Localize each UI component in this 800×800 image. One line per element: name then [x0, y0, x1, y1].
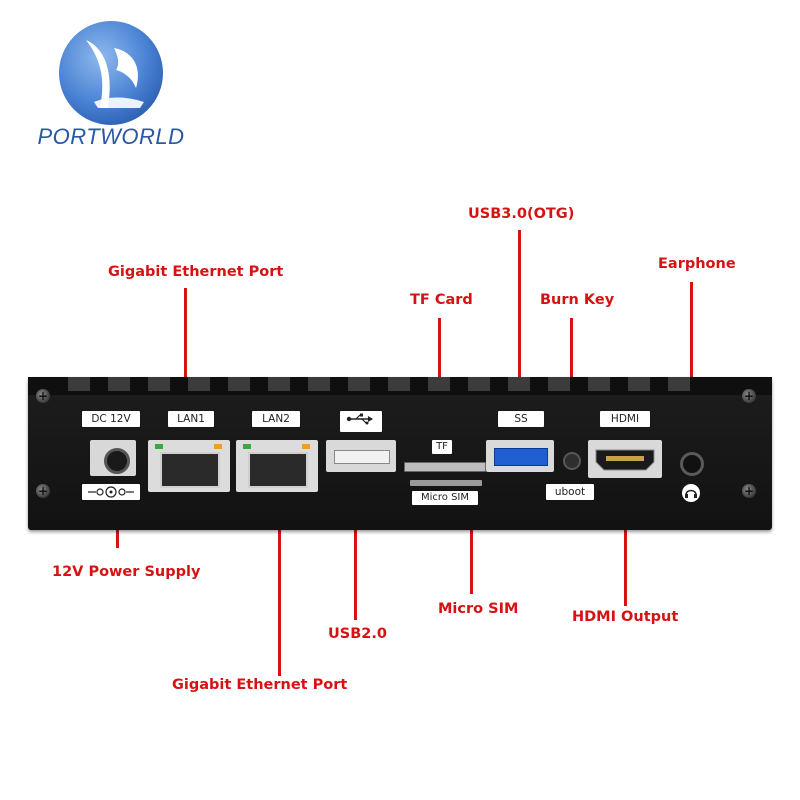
tf-card-slot	[404, 462, 486, 472]
dc-jack-icon	[104, 448, 130, 474]
burn-key-button	[563, 452, 581, 470]
screw-icon: +	[742, 389, 756, 403]
lan2-label: LAN2	[252, 411, 300, 427]
screw-icon: +	[36, 389, 50, 403]
micro-sim-slot	[410, 480, 482, 486]
polarity-icon	[88, 486, 134, 498]
usb3-port-insert	[494, 448, 548, 466]
line-gigabit-bottom	[278, 480, 281, 676]
lan1-led-orange	[214, 444, 222, 449]
lan2-led-orange	[302, 444, 310, 449]
usb-icon	[346, 413, 373, 425]
headphone-icon	[685, 489, 697, 498]
uboot-label: uboot	[546, 484, 594, 500]
hdmi-port-icon	[595, 449, 655, 471]
lan1-led-green	[155, 444, 163, 449]
callout-hdmi-output: HDMI Output	[572, 609, 679, 625]
earphone-symbol-badge	[682, 484, 700, 502]
sailboat-logo-icon	[59, 21, 163, 125]
callout-burn-key: Burn Key	[540, 292, 615, 308]
line-hdmi	[624, 462, 627, 606]
callout-usb30: USB3.0(OTG)	[468, 206, 575, 222]
lan1-label: LAN1	[168, 411, 214, 427]
line-earphone	[690, 282, 693, 462]
usb3-ss-text: SS	[514, 413, 528, 425]
line-usb30	[518, 230, 521, 458]
callout-tf-card: TF Card	[410, 292, 473, 308]
hdmi-label: HDMI	[600, 411, 650, 427]
usb2-port-insert	[334, 450, 390, 464]
micro-sim-label: Micro SIM	[412, 491, 478, 505]
line-micro-sim	[470, 486, 473, 594]
line-usb20	[354, 462, 357, 620]
portworld-logo	[56, 18, 166, 128]
brand-name: PORTWORLD	[37, 124, 185, 149]
callout-usb20: USB2.0	[328, 626, 387, 642]
screw-icon: +	[36, 484, 50, 498]
lan2-rj45-port	[248, 452, 308, 488]
callout-micro-sim: Micro SIM	[438, 601, 519, 617]
callout-gigabit-bottom: Gigabit Ethernet Port	[172, 677, 348, 693]
tf-label: TF	[432, 440, 452, 454]
usb2-symbol-badge	[340, 411, 382, 432]
dc-label: DC 12V	[82, 411, 140, 427]
heatsink-fins	[28, 377, 772, 395]
lan2-led-green	[243, 444, 251, 449]
screw-icon: +	[742, 484, 756, 498]
usb3-ss-badge: SS	[498, 411, 544, 427]
dc-polarity-badge	[82, 484, 140, 500]
line-gigabit-top	[184, 288, 187, 454]
callout-earphone: Earphone	[658, 256, 736, 272]
callout-gigabit-top: Gigabit Ethernet Port	[108, 264, 284, 280]
callout-power: 12V Power Supply	[52, 564, 201, 580]
lan1-rj45-port	[160, 452, 220, 488]
earphone-jack	[680, 452, 704, 476]
